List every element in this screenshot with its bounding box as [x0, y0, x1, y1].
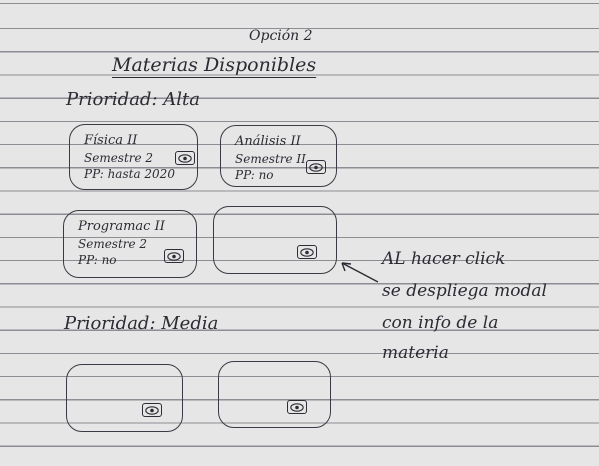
- annotation-line-1: AL hacer click: [382, 249, 506, 269]
- subject-semester: Semestre 2: [78, 237, 148, 251]
- arrow-icon: [341, 262, 379, 283]
- subject-name: Física II: [84, 133, 138, 148]
- subject-pp: PP: no: [235, 168, 274, 182]
- option-label: Opción 2: [249, 28, 313, 44]
- subject-card-placeholder[interactable]: [213, 206, 337, 274]
- eye-icon[interactable]: [142, 403, 162, 417]
- subject-pp: PP: no: [78, 253, 117, 267]
- eye-icon[interactable]: [287, 400, 307, 414]
- subject-semester: Semestre 2: [84, 151, 154, 165]
- subject-card-programacion[interactable]: Programac II Semestre 2 PP: no: [63, 210, 197, 278]
- subject-card-analisis[interactable]: Análisis II Semestre II PP: no: [220, 125, 337, 187]
- eye-icon[interactable]: [297, 245, 317, 259]
- annotation-line-4: materia: [382, 343, 449, 363]
- eye-icon[interactable]: [175, 151, 195, 165]
- priority-medium-heading: Prioridad: Media: [64, 313, 219, 334]
- subject-card-fisica[interactable]: Física II Semestre 2 PP: hasta 2020: [69, 124, 198, 190]
- annotation-line-3: con info de la: [382, 313, 499, 333]
- subject-card-placeholder[interactable]: [218, 361, 331, 428]
- subject-name: Análisis II: [235, 134, 301, 149]
- page-title: Materias Disponibles: [112, 54, 317, 76]
- subject-name: Programac II: [78, 219, 165, 234]
- eye-icon[interactable]: [164, 249, 184, 263]
- subject-semester: Semestre II: [235, 152, 306, 166]
- subject-pp: PP: hasta 2020: [84, 167, 175, 181]
- subject-card-placeholder[interactable]: [66, 364, 183, 432]
- priority-high-heading: Prioridad: Alta: [66, 89, 200, 110]
- eye-icon[interactable]: [306, 160, 326, 174]
- annotation-line-2: se despliega modal: [382, 281, 547, 301]
